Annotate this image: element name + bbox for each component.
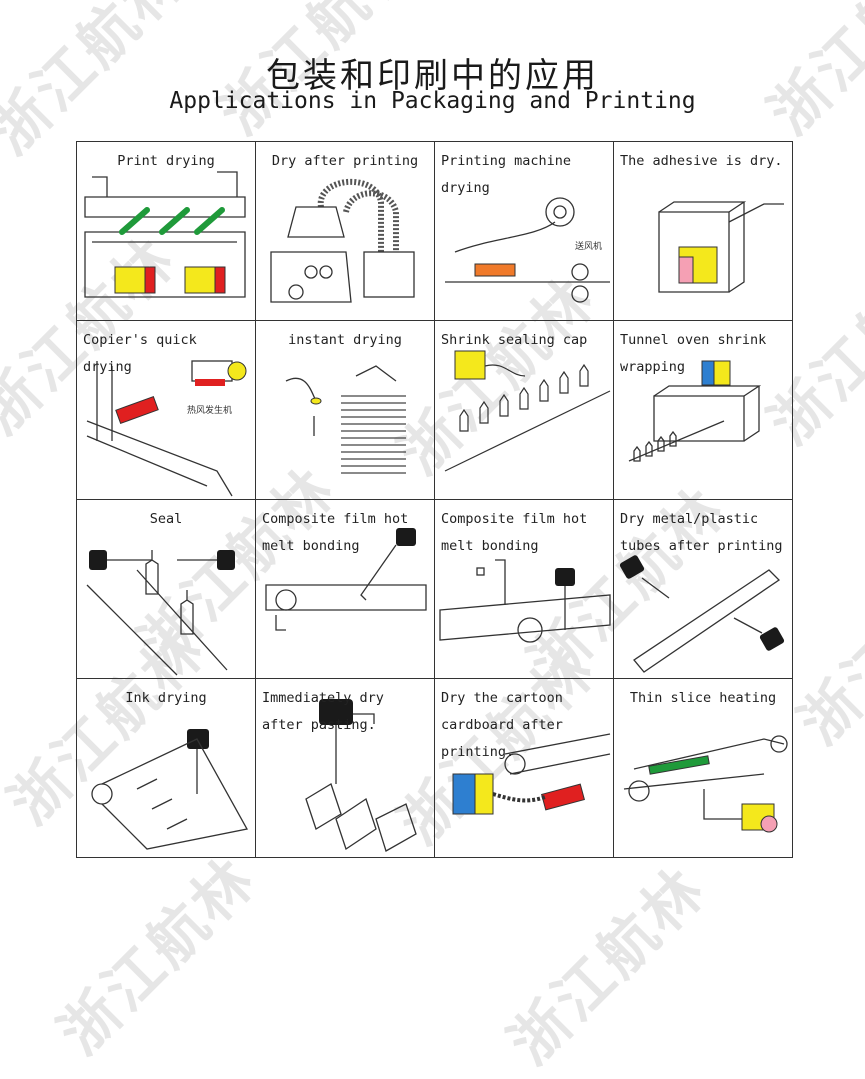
instant-drying-illustration <box>285 365 406 474</box>
cell-printing-machine-drying: Printing machine drying 送风机 <box>435 142 614 321</box>
cell-composite-film-1: Composite film hot melt bonding <box>256 500 435 679</box>
cell-label: Thin slice heating <box>629 690 777 706</box>
cell-label: Ink drying <box>125 690 207 706</box>
cell-instant-drying: instant drying <box>256 321 435 500</box>
title-english: Applications in Packaging and Printing <box>169 88 696 114</box>
adhesive-dry-illustration <box>658 201 784 293</box>
cell-dry-after-printing: Dry after printing <box>256 142 435 321</box>
cell-thin-slice-heating: Thin slice heating <box>614 679 793 858</box>
cell-label: Seal <box>149 511 183 527</box>
cell-seal: Seal <box>77 500 256 679</box>
copier-quick-drying-illustration <box>86 360 247 497</box>
cell-print-drying: Print drying <box>77 142 256 321</box>
cell-dry-cartoon-cardboard: Dry the cartoon cardboard after printing… <box>435 679 614 858</box>
ink-drying-illustration <box>91 729 249 850</box>
cell-ink-drying: Ink drying <box>77 679 256 858</box>
shrink-sealing-cap-illustration <box>444 350 611 472</box>
cell-adhesive-dry: The adhesive is dry. <box>614 142 793 321</box>
cell-label: Composite film hot melt bonding <box>441 511 588 554</box>
cell-label: Immediately dry after pasting. <box>262 690 384 733</box>
immediately-dry-illustration <box>305 699 417 852</box>
title-chinese: 包装和印刷中的应用 <box>266 56 599 96</box>
thin-slice-heating-illustration <box>623 735 788 833</box>
composite-film-2-illustration <box>439 559 611 643</box>
cell-label: instant drying <box>288 332 402 348</box>
print-drying-illustration <box>84 171 246 298</box>
watermark: 浙江航林 <box>495 853 720 1078</box>
seal-illustration <box>86 550 235 676</box>
cell-tunnel-oven-shrink: Tunnel oven shrink wrapping <box>614 321 793 500</box>
cell-label: Dry the cartoon cardboard after printing… <box>441 690 563 760</box>
cell-label: Dry after printing <box>271 153 419 169</box>
cell-composite-film-2: Composite film hot melt bonding <box>435 500 614 679</box>
cell-label: Copier's quick drying <box>83 332 197 375</box>
blower-note: 送风机 <box>575 242 603 252</box>
applications-grid: Print drying Dry after printing <box>76 141 793 858</box>
cell-immediately-dry-after-pasting: Immediately dry after pasting. <box>256 679 435 858</box>
dry-metal-tubes-illustration <box>619 555 785 673</box>
cell-shrink-sealing-cap: Shrink sealing cap <box>435 321 614 500</box>
cell-label: Composite film hot melt bonding <box>262 511 409 554</box>
cell-dry-metal-tubes: Dry metal/plastic tubes after printing <box>614 500 793 679</box>
hot-air-generator-note: 热风发生机 <box>187 406 233 416</box>
cell-label: Tunnel oven shrink wrapping <box>620 332 767 375</box>
cell-label: Print drying <box>117 153 215 169</box>
cell-copier-quick-drying: Copier's quick drying 热风发生机 <box>77 321 256 500</box>
dry-cardboard-illustration <box>452 733 611 815</box>
cell-label: The adhesive is dry. <box>620 153 783 169</box>
dry-after-printing-illustration <box>270 179 415 303</box>
composite-film-1-illustration <box>265 528 427 631</box>
tunnel-oven-illustration <box>628 360 762 462</box>
printing-machine-drying-illustration <box>445 197 610 303</box>
watermark: 浙江航林 <box>45 843 270 1068</box>
cell-label: Shrink sealing cap <box>441 332 588 348</box>
cell-label: Dry metal/plastic tubes after printing <box>620 511 783 554</box>
cell-label: Printing machine drying <box>441 153 572 196</box>
